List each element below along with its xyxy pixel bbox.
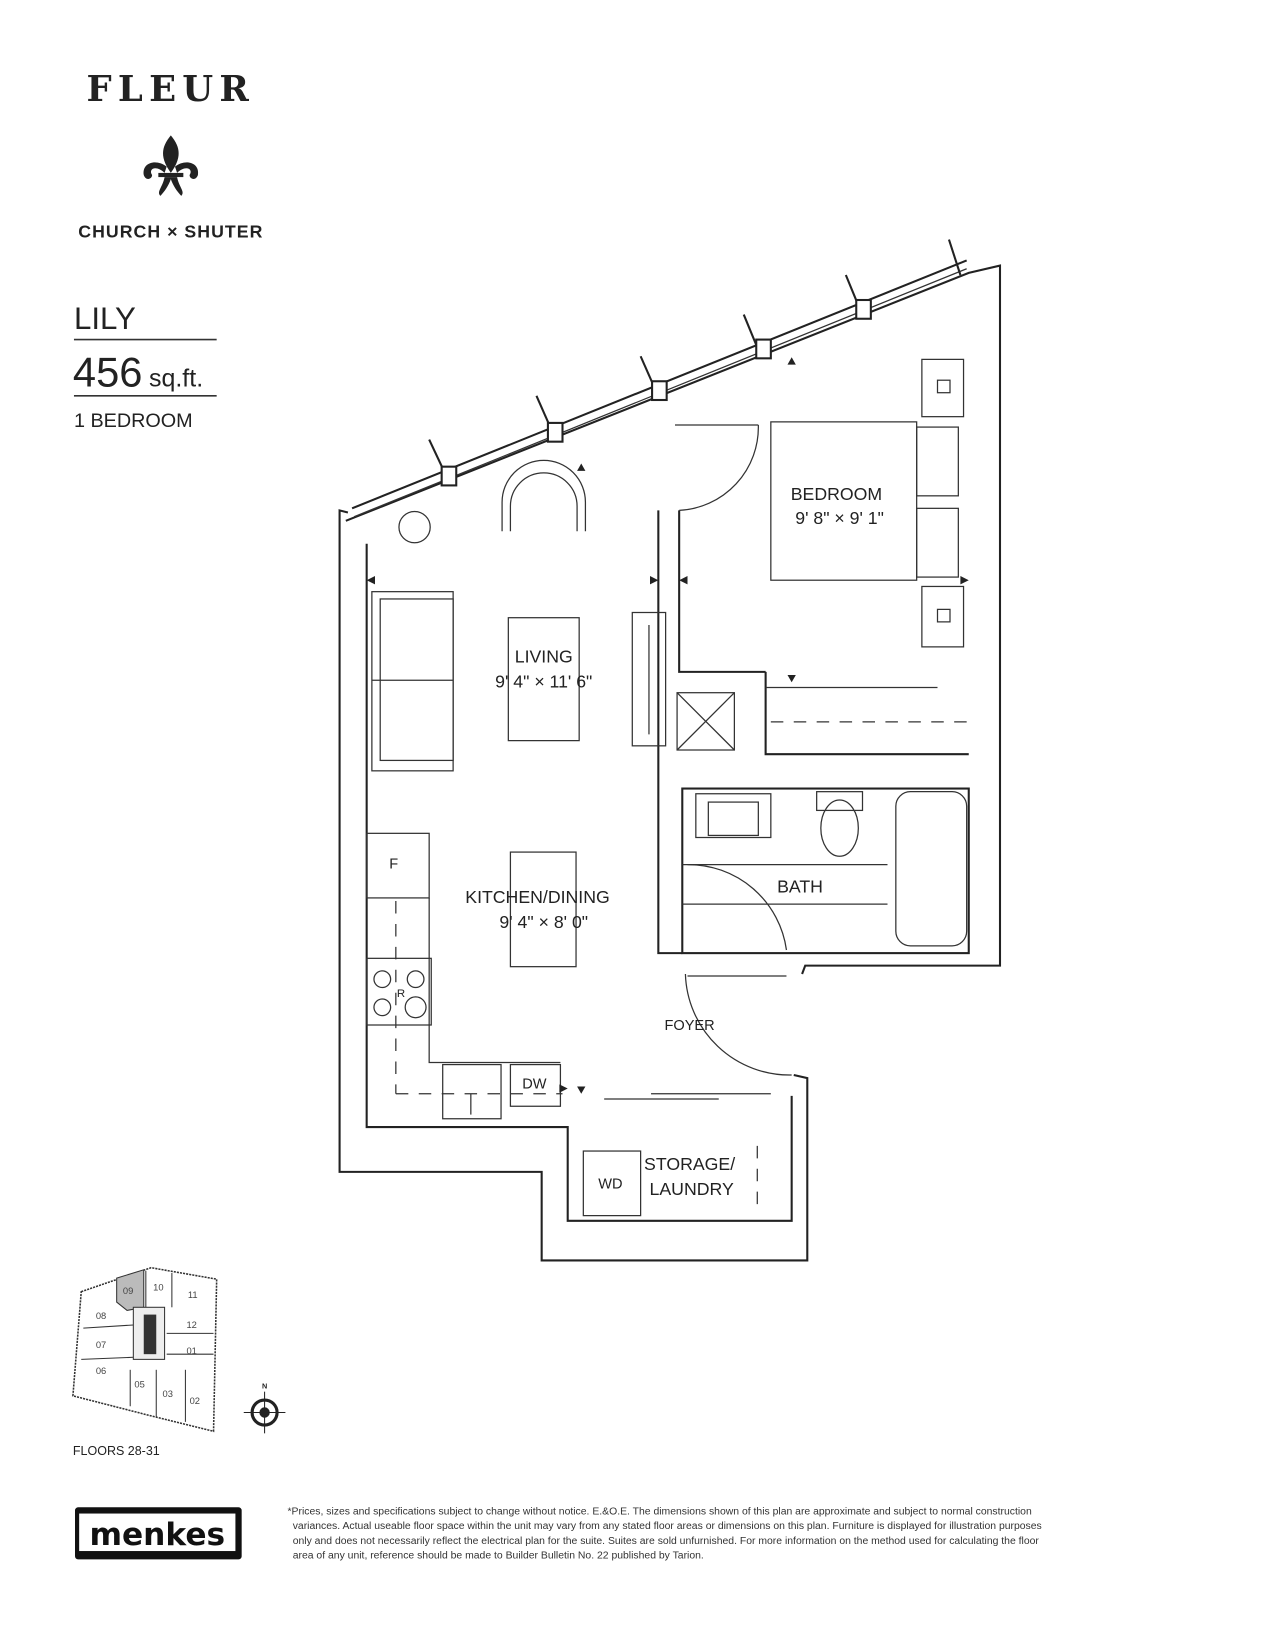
key-unit-10: 10 <box>153 1283 163 1293</box>
fridge-label: F <box>389 857 398 873</box>
storage-label: STORAGE/ <box>644 1154 735 1174</box>
key-unit-05: 05 <box>134 1380 144 1390</box>
floor-plan-drawing <box>338 239 1002 1262</box>
living-dims: 9' 4" × 11' 6" <box>495 672 592 692</box>
compass-icon: N <box>243 1382 286 1434</box>
menkes-logo-text: menkes <box>89 1517 225 1553</box>
menkes-logo: menkes <box>75 1507 242 1560</box>
floors-label: FLOORS 28-31 <box>73 1444 160 1458</box>
disclaimer: *Prices, sizes and specifications subjec… <box>288 1507 1042 1562</box>
key-unit-01: 01 <box>186 1346 196 1356</box>
disclaimer-line: variances. Actual useable floor space wi… <box>293 1521 1042 1532</box>
north-label: N <box>262 1382 267 1391</box>
bedroom-label: BEDROOM <box>791 484 882 504</box>
disclaimer-line: only and does not necessarily reflect th… <box>293 1536 1040 1547</box>
disclaimer-line: *Prices, sizes and specifications subjec… <box>288 1507 1032 1518</box>
key-unit-07: 07 <box>96 1340 106 1350</box>
bath-label: BATH <box>777 877 823 897</box>
fleur-de-lis-icon <box>143 135 199 196</box>
foyer-label: FOYER <box>664 1018 714 1034</box>
key-unit-11: 11 <box>188 1290 198 1300</box>
key-unit-06: 06 <box>96 1366 106 1376</box>
key-unit-02: 02 <box>190 1396 200 1406</box>
key-unit-03: 03 <box>162 1389 172 1399</box>
range-label: R <box>397 988 405 1000</box>
living-label: LIVING <box>515 647 573 667</box>
suite-name: LILY <box>74 301 136 336</box>
key-unit-12: 12 <box>186 1320 196 1330</box>
disclaimer-line: area of any unit, reference should be ma… <box>293 1550 704 1561</box>
suite-area-unit: sq.ft. <box>149 364 203 392</box>
dishwasher-label: DW <box>522 1077 547 1093</box>
laundry-label: LAUNDRY <box>650 1179 734 1199</box>
kitchen-label: KITCHEN/DINING <box>465 887 609 907</box>
brand-location: CHURCH × SHUTER <box>78 222 263 242</box>
suite-type: 1 BEDROOM <box>74 410 193 432</box>
kitchen-dims: 9' 4" × 8' 0" <box>499 912 588 932</box>
key-plan: 09 10 11 08 12 07 01 06 05 03 02 <box>72 1266 218 1433</box>
brand-name: FLEUR <box>87 69 256 110</box>
bedroom-dims: 9' 8" × 9' 1" <box>795 508 884 528</box>
key-unit-09: 09 <box>123 1286 133 1296</box>
key-unit-08: 08 <box>96 1311 106 1321</box>
washer-dryer-label: WD <box>598 1177 622 1193</box>
suite-area-value: 456 <box>73 348 143 395</box>
